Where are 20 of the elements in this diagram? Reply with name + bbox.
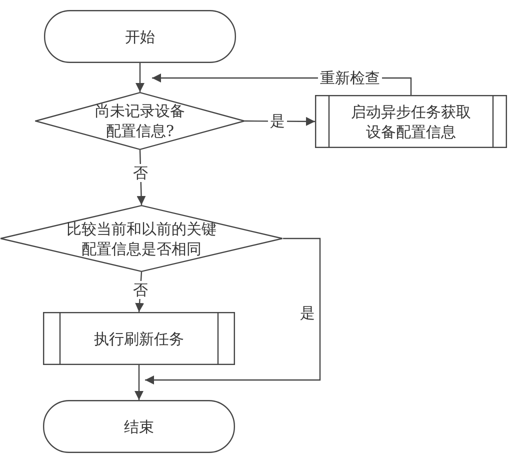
arrow [136, 63, 144, 92]
terminator-shape [44, 10, 236, 63]
arrow [145, 238, 321, 384]
node-label: 执行刷新任务 [93, 328, 185, 348]
edge-label: 是 [298, 304, 317, 322]
node-label: 结束 [123, 416, 155, 436]
edge-label: 否 [131, 164, 150, 182]
node-label: 比较当前和以前的关键配置信息是否相同 [66, 218, 218, 258]
edge-label: 否 [131, 281, 150, 299]
subprocess-box [315, 95, 507, 148]
decision-diamond [35, 92, 245, 150]
terminator-shape [43, 400, 235, 453]
decision-diamond [0, 205, 283, 272]
arrow [134, 365, 144, 400]
subprocess-box [43, 312, 235, 365]
node-label: 尚未记录设备配置信息? [94, 101, 186, 141]
node-label: 启动异步任务获取设备配置信息 [350, 102, 472, 142]
node-label: 开始 [124, 26, 156, 46]
edge-label: 是 [268, 112, 287, 130]
edge-label: 重新检查 [318, 69, 382, 87]
